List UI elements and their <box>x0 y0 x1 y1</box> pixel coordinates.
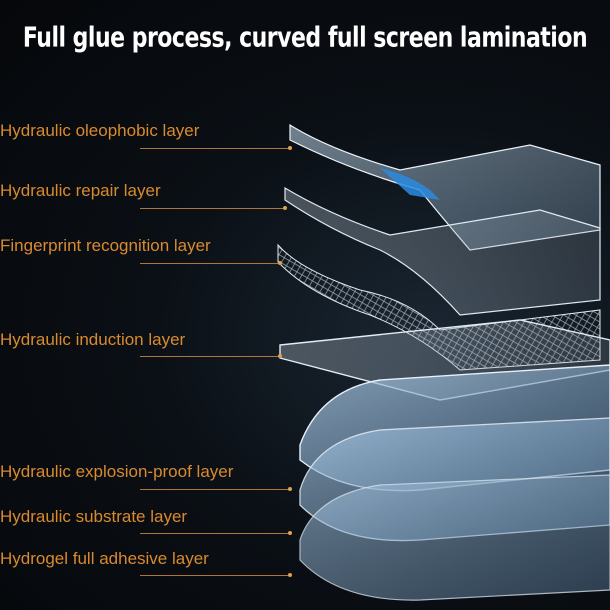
label-fingerprint-layer: Fingerprint recognition layer <box>0 236 211 255</box>
label-induction-layer: Hydraulic induction layer <box>0 330 186 349</box>
label-repair-layer: Hydraulic repair layer <box>0 181 161 200</box>
leader-line <box>140 489 290 490</box>
leader-dot <box>288 531 292 535</box>
leader-dot <box>278 354 282 358</box>
leader-dot <box>288 487 292 491</box>
hydrogel-layer-shape <box>299 474 610 601</box>
leader-line <box>140 208 285 209</box>
leader-line <box>140 575 290 576</box>
label-substrate-layer: Hydraulic substrate layer <box>0 507 188 526</box>
leader-dot <box>283 206 287 210</box>
label-hydrogel-layer: Hydrogel full adhesive layer <box>0 549 209 568</box>
leader-line <box>140 148 290 149</box>
leader-dot <box>288 146 292 150</box>
leader-line <box>140 533 290 534</box>
label-oleophobic-layer: Hydraulic oleophobic layer <box>0 121 200 140</box>
leader-line <box>140 356 280 357</box>
label-explosion-proof-layer: Hydraulic explosion-proof layer <box>0 462 234 481</box>
leader-line <box>140 263 280 264</box>
repair-layer-shape <box>284 186 601 316</box>
page-title: Full glue process, curved full screen la… <box>22 22 588 55</box>
leader-dot <box>278 261 282 265</box>
leader-dot <box>288 573 292 577</box>
